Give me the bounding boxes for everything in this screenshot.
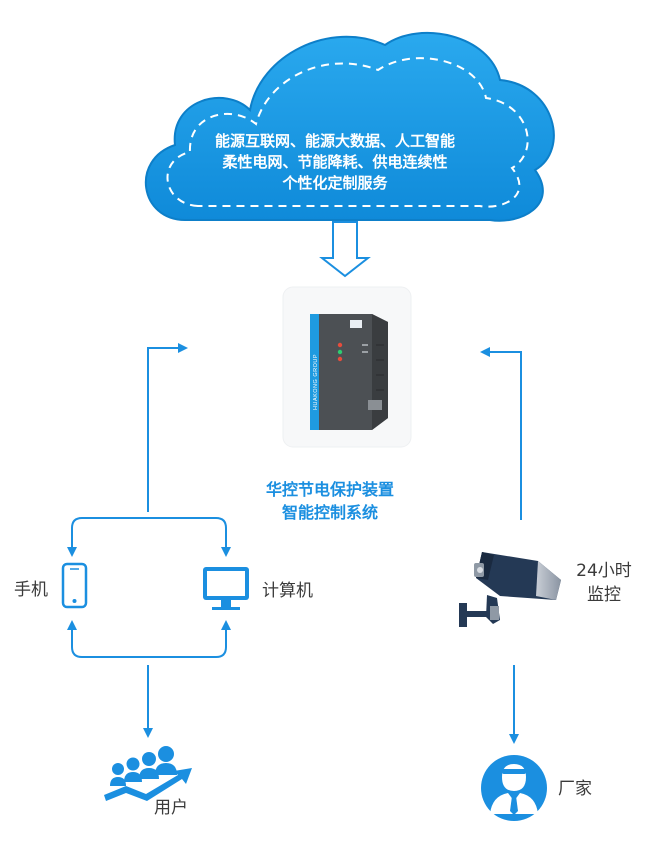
- computer-icon: [203, 567, 249, 610]
- device-title-line-2: 智能控制系统: [281, 503, 378, 522]
- control-cabinet-icon: HUAKONG GROUP: [310, 314, 388, 430]
- monitor-label-line-2: 监控: [587, 585, 621, 605]
- cloud-description: 能源互联网、能源大数据、人工智能 柔性电网、节能降耗、供电连续性 个性化定制服务: [170, 131, 500, 194]
- monitor-label-line-1: 24小时: [576, 561, 632, 581]
- arrow-right-up-to-device: [480, 347, 522, 520]
- monitor-label: 24小时 监控: [574, 559, 634, 607]
- manufacturer-label: 厂家: [558, 779, 592, 799]
- cloud-line-2: 柔性电网、节能降耗、供电连续性: [222, 153, 448, 171]
- arrow-bottom-to-computer: [148, 620, 231, 658]
- cloud-line-3: 个性化定制服务: [282, 174, 388, 192]
- surveillance-camera-icon: [459, 552, 561, 627]
- manufacturer-person-icon: [481, 755, 547, 821]
- device-title: 华控节电保护装置 智能控制系统: [200, 478, 460, 524]
- arrow-top-to-computer: [148, 517, 231, 557]
- device-title-line-1: 华控节电保护装置: [265, 480, 394, 499]
- users-group-icon: [104, 746, 192, 801]
- arrow-left-up-to-device: [147, 343, 188, 512]
- device-brand-text: HUAKONG GROUP: [313, 354, 319, 410]
- cloud-line-1: 能源互联网、能源大数据、人工智能: [214, 132, 455, 150]
- arrow-top-to-phone: [67, 517, 148, 557]
- computer-label: 计算机: [262, 581, 313, 601]
- cloud-down-arrow: [319, 221, 371, 278]
- phone-label: 手机: [14, 580, 48, 600]
- arrow-bottom-to-phone: [67, 620, 148, 658]
- users-label: 用户: [154, 798, 188, 818]
- cloud-shape: [144, 31, 555, 222]
- phone-icon: [61, 562, 88, 609]
